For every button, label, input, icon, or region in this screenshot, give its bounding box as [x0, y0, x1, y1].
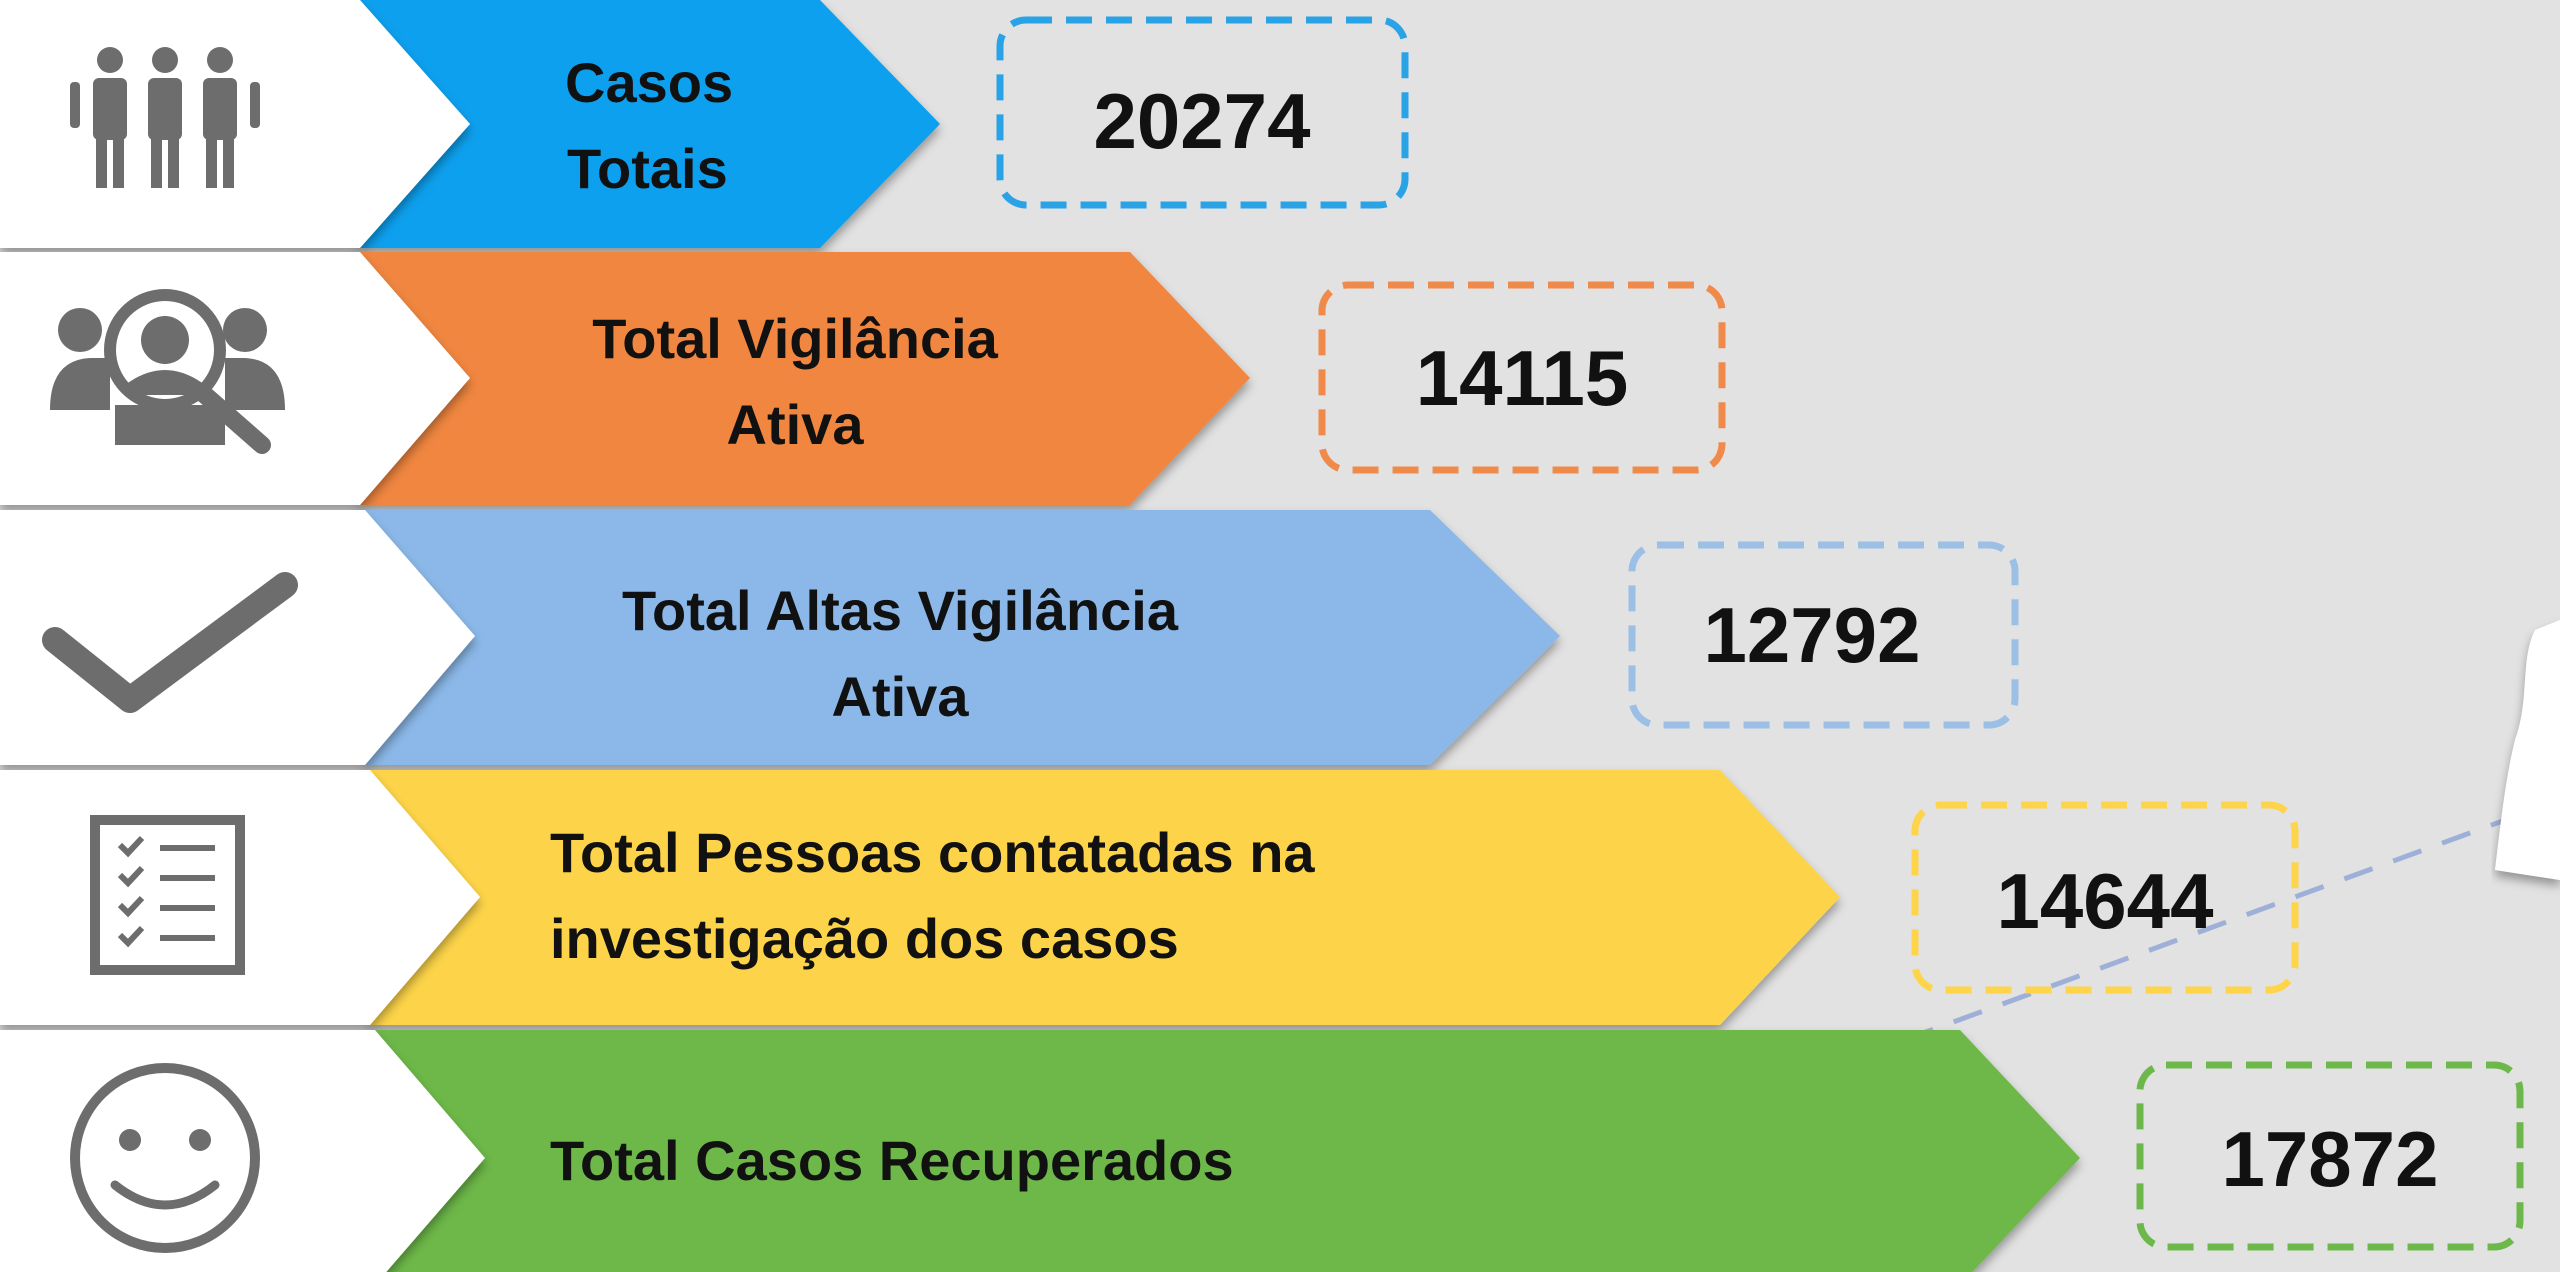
row-label-line1: Total Pessoas contatadas na	[550, 821, 1315, 884]
people-group-icon	[70, 47, 260, 188]
value-box	[1628, 541, 2019, 729]
row-label-line2: Ativa	[727, 393, 865, 456]
row-label-line2: Totais	[567, 137, 728, 200]
checkmark-icon	[42, 572, 298, 713]
row-label-line2: Ativa	[832, 665, 970, 728]
value-box	[1318, 281, 1726, 474]
value-pessoas-contatadas: 14644	[1997, 857, 2214, 945]
row-label-line1: Total Altas Vigilância	[622, 579, 1179, 642]
arrow-band-blue	[355, 0, 940, 248]
row-total-pessoas-contatadas: Total Pessoas contatadas na investigação…	[0, 770, 2299, 1025]
arrow-band-light-blue	[360, 510, 1560, 765]
arrow-band-orange	[355, 252, 1250, 505]
value-box	[1911, 801, 2299, 994]
row-label-line1: Total Casos Recuperados	[550, 1129, 1234, 1192]
smiley-face-icon	[70, 1063, 260, 1253]
value-total-altas: 12792	[1704, 591, 1921, 679]
row-label-line2: investigação dos casos	[550, 907, 1179, 970]
value-total-vigilancia-ativa: 14115	[1416, 334, 1629, 422]
value-casos-totais: 20274	[1094, 77, 1311, 165]
row-casos-totais: Casos Totais 20274	[0, 0, 1409, 248]
value-box	[996, 16, 1409, 209]
arrow-band-green	[370, 1030, 2080, 1272]
person-search-icon	[50, 289, 285, 454]
row-total-altas-vigilancia-ativa: Total Altas Vigilância Ativa 12792	[0, 510, 2019, 765]
arrow-band-yellow	[365, 770, 1840, 1025]
row-label-line1: Total Vigilância	[592, 307, 998, 370]
row-total-vigilancia-ativa: Total Vigilância Ativa 14115	[0, 252, 1726, 505]
checklist-icon	[90, 815, 245, 975]
icon-panel	[0, 1030, 485, 1272]
value-box	[2136, 1061, 2524, 1251]
row-total-casos-recuperados: Total Casos Recuperados 17872	[0, 1030, 2524, 1272]
row-label-line1: Casos	[565, 51, 733, 114]
map-fragment	[2495, 620, 2560, 880]
value-casos-recuperados: 17872	[2222, 1115, 2439, 1203]
